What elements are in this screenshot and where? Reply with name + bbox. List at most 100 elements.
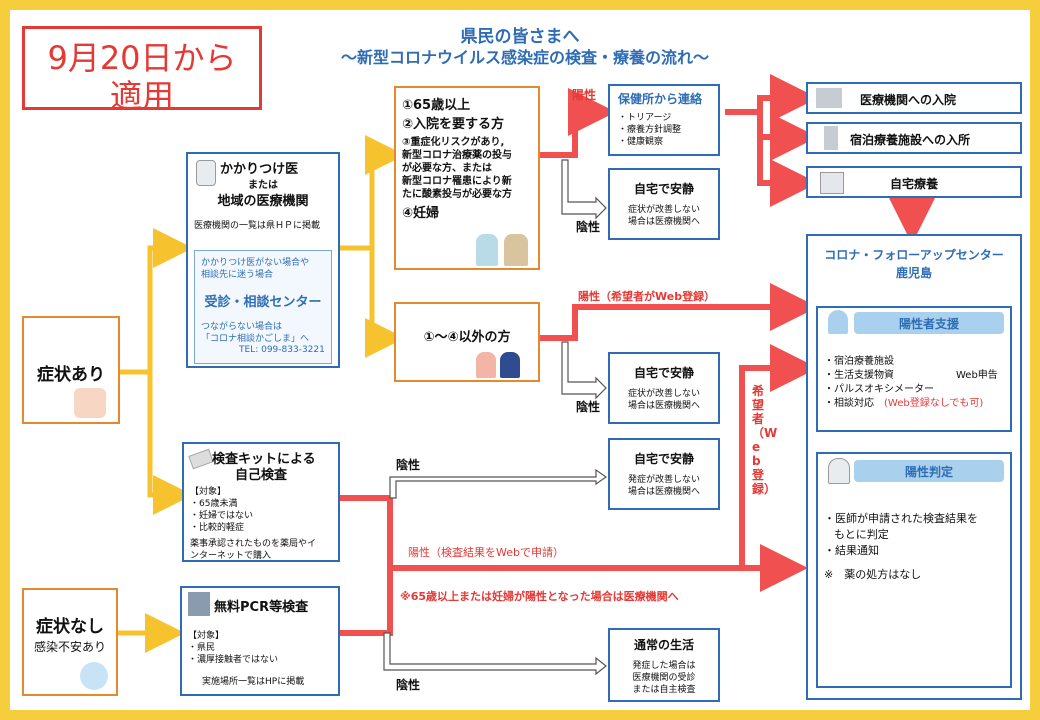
health-center-title: 保健所から連絡 [618, 92, 703, 106]
risk-item-3c: が必要な方、または [402, 163, 492, 174]
no-symptom-box: 症状なし 感染不安あり [22, 588, 118, 696]
home-rest-note-1b: 場合は医療機関へ [627, 217, 700, 227]
clinic-title-3: 地域の医療機関 [217, 194, 309, 209]
kit-note-2: ンターネットで購入 [190, 551, 272, 561]
pcr-target: 【対象】 [188, 631, 225, 641]
elderly-person-icon [504, 234, 528, 266]
home-rest-title-1: 自宅で安静 [633, 182, 694, 196]
pcr-target-1: ・県民 [188, 643, 216, 653]
kit-target-3: ・比較的軽症 [190, 523, 245, 533]
judgement-header: 陽性判定 [854, 460, 1004, 482]
support-label: 陽性者支援 [898, 317, 959, 331]
negative-label-4: 陰性 [396, 678, 421, 692]
risk-item-3a: ③重症化リスクがあり, [402, 137, 505, 148]
warning-note: ※65歳以上または妊婦が陽性となった場合は医療機関へ [400, 590, 679, 603]
page-title: 県民の皆さまへ [460, 27, 580, 47]
normal-life-note-2: 医療機関の受診 [632, 673, 696, 683]
kit-note-1: 薬事承認されたものを薬局やイ [190, 539, 317, 549]
clinic-note: 医療機関の一覧は県ＨＰに掲載 [194, 221, 321, 231]
normal-life-title: 通常の生活 [633, 638, 694, 652]
other-group-label: ①～④以外の方 [423, 330, 511, 345]
health-center-item-2: ・療養方針調整 [618, 125, 682, 135]
other-group-box: ①～④以外の方 [394, 302, 540, 382]
support-header: 陽性者支援 [854, 312, 1004, 334]
web-registration-label: 希望者（Web登録） [752, 384, 778, 496]
clinic-title-1: かかりつけ医 [220, 162, 299, 177]
negative-label-1: 陰性 [576, 220, 601, 234]
consult-note-2: 相談先に迷う場合 [201, 270, 274, 280]
worried-person-icon [80, 662, 108, 690]
contact-note-1: つながらない場合は [201, 322, 283, 332]
doctor-icon [196, 160, 216, 186]
home-rest-box-3: 自宅で安静 発症が改善しない 場合は医療機関へ [608, 438, 720, 510]
house-icon [820, 172, 844, 194]
physician-icon [828, 458, 850, 484]
home-rest-box-2: 自宅で安静 症状が改善しない 場合は医療機関へ [608, 352, 720, 424]
kit-title-2: 自己検査 [234, 468, 287, 483]
pcr-note: 実施場所一覧はHPに掲載 [202, 677, 305, 687]
consult-tel: TEL: 099-833-3221 [239, 345, 325, 355]
health-center-box: 保健所から連絡 ・トリアージ ・療養方針調整 ・健康観察 [608, 84, 720, 156]
hospital-icon [816, 88, 842, 108]
home-rest-title-2: 自宅で安静 [633, 366, 694, 380]
pcr-title: 無料PCR等検査 [214, 600, 309, 615]
support-item-2: ・生活支援物資 [824, 370, 894, 381]
risk-item-3e: たに酸素投与が必要な方 [402, 189, 512, 200]
high-risk-box: ①65歳以上 ②入院を要する方 ③重症化リスクがあり, 新型コロナ治療薬の投与 … [394, 86, 540, 270]
kit-target-1: ・65歳未満 [190, 499, 238, 509]
consult-note-1: かかりつけ医がない場合や [201, 258, 310, 268]
no-symptom-label: 症状なし [36, 617, 104, 637]
home-rest-note-2b: 場合は医療機関へ [627, 401, 700, 411]
normal-life-box: 通常の生活 発症した場合は 医療機関の受診 または自主検査 [608, 628, 720, 702]
kit-target-2: ・妊婦ではない [190, 511, 254, 521]
negative-label-3: 陰性 [396, 458, 421, 472]
web-report-label: Web申告 [956, 370, 998, 381]
home-rest-box-1: 自宅で安静 症状が改善しない 場合は医療機関へ [608, 168, 720, 240]
symptom-box: 症状あり [22, 316, 120, 424]
risk-item-4: ④妊婦 [402, 206, 440, 221]
hospital-admission-label: 医療機関への入院 [860, 93, 957, 107]
followup-center-box: コロナ・フォローアップセンター 鹿児島 陽性者支援 ・宿泊療養施設 ・生活支援物… [806, 234, 1022, 700]
symptom-label: 症状あり [37, 365, 105, 385]
support-item-3: ・パルスオキシメーター [824, 384, 934, 395]
contact-note-2: 「コロナ相談かごしま」へ [201, 334, 310, 344]
home-rest-note-3a: 発症が改善しない [627, 475, 700, 485]
pregnant-woman-icon [476, 234, 498, 266]
risk-item-1: ①65歳以上 [402, 98, 471, 113]
clinic-box: かかりつけ医 または 地域の医療機関 医療機関の一覧は県ＨＰに掲載 かかりつけ医… [186, 152, 340, 368]
support-item-1: ・宿泊療養施設 [824, 356, 894, 367]
risk-item-3d: 新型コロナ罹患により新 [402, 176, 512, 187]
kit-target: 【対象】 [190, 487, 227, 497]
support-box: 陽性者支援 ・宿泊療養施設 ・生活支援物資 ・パルスオキシメーター ・相談対応 … [816, 306, 1012, 432]
pcr-test-box: 無料PCR等検査 【対象】 ・県民 ・濃厚接触者ではない 実施場所一覧はHPに掲… [180, 586, 340, 696]
health-center-item-3: ・健康観察 [618, 137, 664, 147]
judgement-item-1b: もとに判定 [834, 528, 889, 541]
normal-life-note-1: 発症した場合は [632, 661, 696, 671]
health-center-item-1: ・トリアージ [618, 113, 672, 123]
home-rest-note-3b: 場合は医療機関へ [627, 487, 700, 497]
hotel-box: 宿泊療養施設への入所 [806, 122, 1022, 154]
clinic-title-2: または [248, 180, 278, 191]
date-label-2: 適用 [109, 77, 174, 115]
hotel-label: 宿泊療養施設への入所 [850, 133, 971, 147]
support-item-4: ・相談対応 [824, 398, 874, 409]
negative-label-2: 陰性 [576, 400, 601, 414]
child-icon [500, 352, 520, 378]
self-test-kit-box: 検査キットによる 自己検査 【対象】 ・65歳未満 ・妊婦ではない ・比較的軽症… [182, 442, 340, 562]
page-subtitle: ～新型コロナウイルス感染症の検査・療養の流れ～ [340, 48, 709, 67]
support-item-4-note: (Web登録なしでも可) [884, 398, 984, 409]
home-rest-title-3: 自宅で安静 [633, 452, 694, 466]
risk-item-2: ②入院を要する方 [402, 117, 505, 132]
home-care-box: 自宅療養 [806, 166, 1022, 198]
positive-web-label: 陽性（希望者がWeb登録） [578, 290, 716, 303]
followup-title-2: 鹿児島 [895, 266, 932, 280]
kit-title-1: 検査キットによる [212, 452, 316, 467]
judgement-label: 陽性判定 [904, 465, 953, 479]
date-label-1: 9月20日から [47, 39, 237, 77]
hospital-admission-box: 医療機関への入院 [806, 82, 1022, 114]
home-rest-note-1a: 症状が改善しない [627, 205, 700, 215]
building-icon [188, 592, 210, 616]
judgement-box: 陽性判定 ・医師が申請された検査結果を もとに判定 ・結果通知 ※ 薬の処方はな… [816, 452, 1012, 688]
judgement-item-2: ・結果通知 [824, 544, 879, 557]
